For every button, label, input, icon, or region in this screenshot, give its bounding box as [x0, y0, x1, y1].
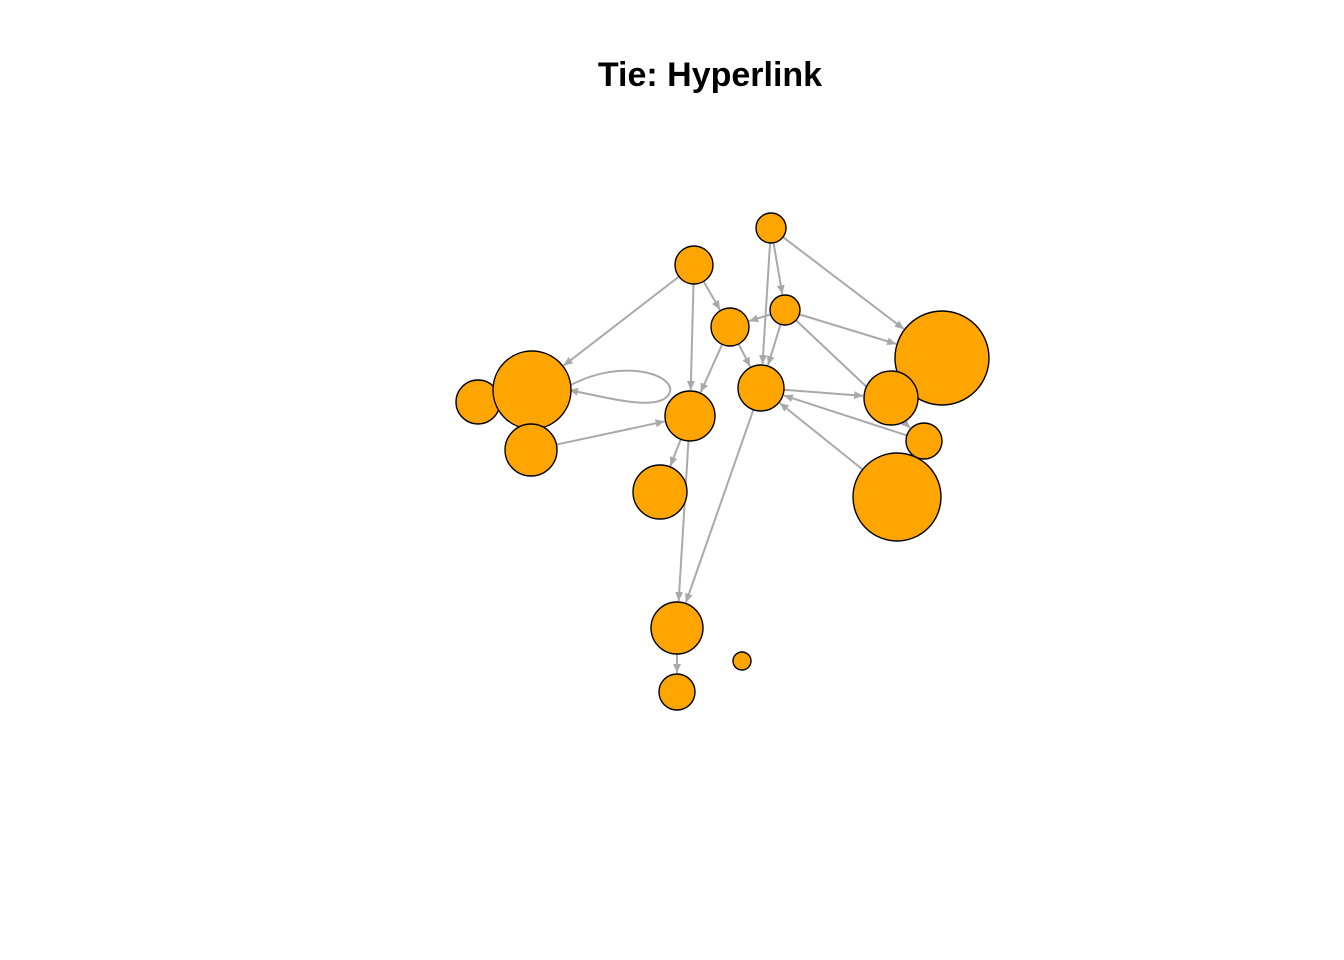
edge-n10-n13: [669, 438, 682, 467]
node-n5: [737, 364, 785, 412]
node-n10: [664, 390, 716, 442]
node-n11: [863, 370, 919, 426]
edge-n2-n4: [702, 280, 721, 311]
self-loop-edge: [568, 369, 672, 404]
node-n3: [769, 294, 801, 326]
node-n17: [732, 651, 752, 671]
edge-n3-n4: [748, 313, 771, 323]
edge-n5-n15: [684, 409, 755, 603]
node-layer: [455, 212, 990, 711]
node-n9: [504, 423, 558, 477]
edge-n5-n11: [783, 388, 864, 400]
edge-n14-n5: [779, 402, 864, 471]
node-n2: [674, 245, 714, 285]
edge-n9-n10: [556, 419, 665, 446]
node-n13: [632, 464, 688, 520]
node-n4: [710, 307, 750, 347]
node-n8: [492, 350, 572, 430]
node-n12: [905, 422, 943, 460]
node-n15: [650, 601, 704, 655]
edge-n4-n10: [699, 343, 724, 393]
edge-n1-n5: [759, 242, 772, 365]
edge-n1-n3: [772, 242, 785, 295]
node-n6: [894, 310, 990, 406]
edge-n12-n5: [783, 394, 908, 437]
edge-n3-n5: [766, 324, 782, 366]
node-n1: [755, 212, 787, 244]
edge-n2-n10: [686, 283, 695, 391]
edge-n4-n5: [737, 343, 752, 368]
chart-title: Tie: Hyperlink: [597, 56, 823, 94]
edge-n10-n15: [675, 440, 690, 602]
edge-n1-n6: [782, 236, 905, 330]
node-n14: [852, 452, 942, 542]
edge-n2-n8: [563, 275, 680, 367]
edge-layer: [556, 236, 924, 673]
node-n16: [658, 673, 696, 711]
edge-n3-n6: [799, 313, 897, 346]
